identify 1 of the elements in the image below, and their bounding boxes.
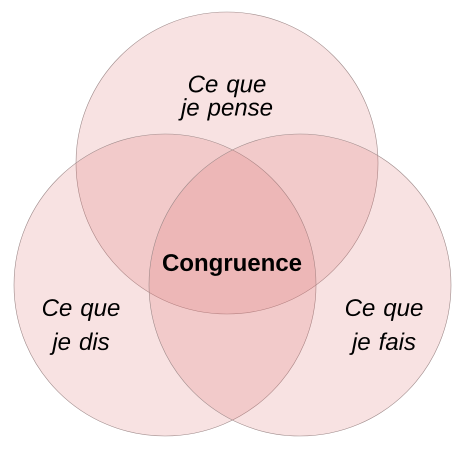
- overlap-label: Congruence: [162, 254, 302, 276]
